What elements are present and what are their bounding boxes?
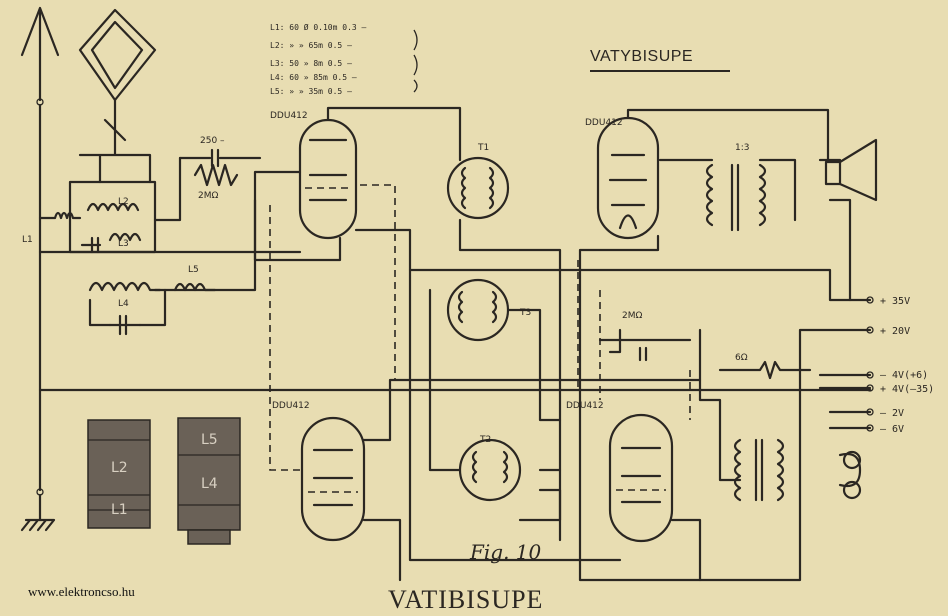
- transformer-label: T1: [477, 143, 489, 153]
- interstage-transformer-t1: [446, 156, 510, 220]
- wiring: [38, 158, 872, 582]
- coil-table-row: L3: 50 » 8m 0.5 –: [270, 59, 352, 68]
- coil-form-2: L5 L4: [177, 417, 241, 545]
- watermark: www.elektroncso.hu: [28, 584, 135, 599]
- capacitor-label: 250 –: [200, 136, 225, 146]
- tube-v3: [300, 416, 366, 542]
- coil-table: L1: 60 Ø 0.10m 0.3 – L2: » » 65m 0.5 – L…: [270, 22, 418, 96]
- tube-v4: [608, 413, 674, 543]
- coil-table-row: L5: » » 35m 0.5 –: [270, 87, 352, 96]
- transformer-ratio-label: 1:3: [735, 143, 749, 153]
- tube-label: DDU412: [566, 401, 604, 411]
- supply-label: – 4V(+6): [880, 370, 928, 381]
- supply-label: – 6V: [880, 424, 904, 435]
- figure-label: Fig. 10: [470, 540, 542, 564]
- tube-v2: [596, 108, 830, 240]
- output-transformer-bottom: [733, 438, 785, 502]
- grid-leak-network: [153, 148, 262, 222]
- headphone-icon: [838, 450, 862, 500]
- coil-table-row: L2: » » 65m 0.5 –: [270, 41, 352, 50]
- tube-label: DDU412: [585, 118, 623, 128]
- title-underline: [590, 70, 730, 72]
- coil-table-row: L4: 60 » 85m 0.5 –: [270, 73, 357, 82]
- supply-label: + 4V(–35): [880, 384, 934, 395]
- loudspeaker-icon: [824, 138, 878, 202]
- resistor-label: 2MΩ: [622, 311, 642, 321]
- coil-form-label: L4: [201, 476, 218, 492]
- resistor-label: 6Ω: [735, 353, 748, 363]
- tube-label: DDU412: [270, 111, 308, 121]
- supply-label: + 20V: [880, 326, 910, 337]
- output-transformer-top: [658, 158, 797, 232]
- coil-table-row: L1: 60 Ø 0.10m 0.3 –: [270, 22, 367, 32]
- ground-symbol: [20, 518, 56, 532]
- loop-antenna-symbol: [78, 8, 157, 142]
- interstage-transformer-t2: [458, 438, 522, 502]
- coil-label: L4: [118, 299, 129, 309]
- coil-label: L5: [188, 265, 199, 275]
- transformer-label: T3: [519, 308, 531, 318]
- supply-label: + 35V: [880, 296, 910, 307]
- coil-form-label: L5: [201, 432, 218, 448]
- caption: VATIBISUPE: [388, 585, 544, 614]
- resistor-label: 2MΩ: [198, 191, 218, 201]
- supply-label: – 2V: [880, 408, 904, 419]
- supply-terminals: [866, 296, 874, 432]
- tube-label: DDU412: [272, 401, 310, 411]
- coil-label: L2: [118, 197, 129, 207]
- interstage-transformer-t3: [446, 278, 510, 342]
- antenna-symbol: [20, 6, 60, 522]
- coil-label: L3: [118, 239, 129, 249]
- tube-v1: [298, 106, 462, 240]
- transformer-label: T2: [479, 435, 491, 445]
- coil-form-label: L1: [111, 502, 128, 518]
- coil-form-label: L2: [111, 460, 128, 476]
- diagram-title: VATYBISUPE: [590, 48, 694, 65]
- coil-form-1: L2 L1: [87, 419, 151, 529]
- coil-label: L1: [22, 235, 33, 245]
